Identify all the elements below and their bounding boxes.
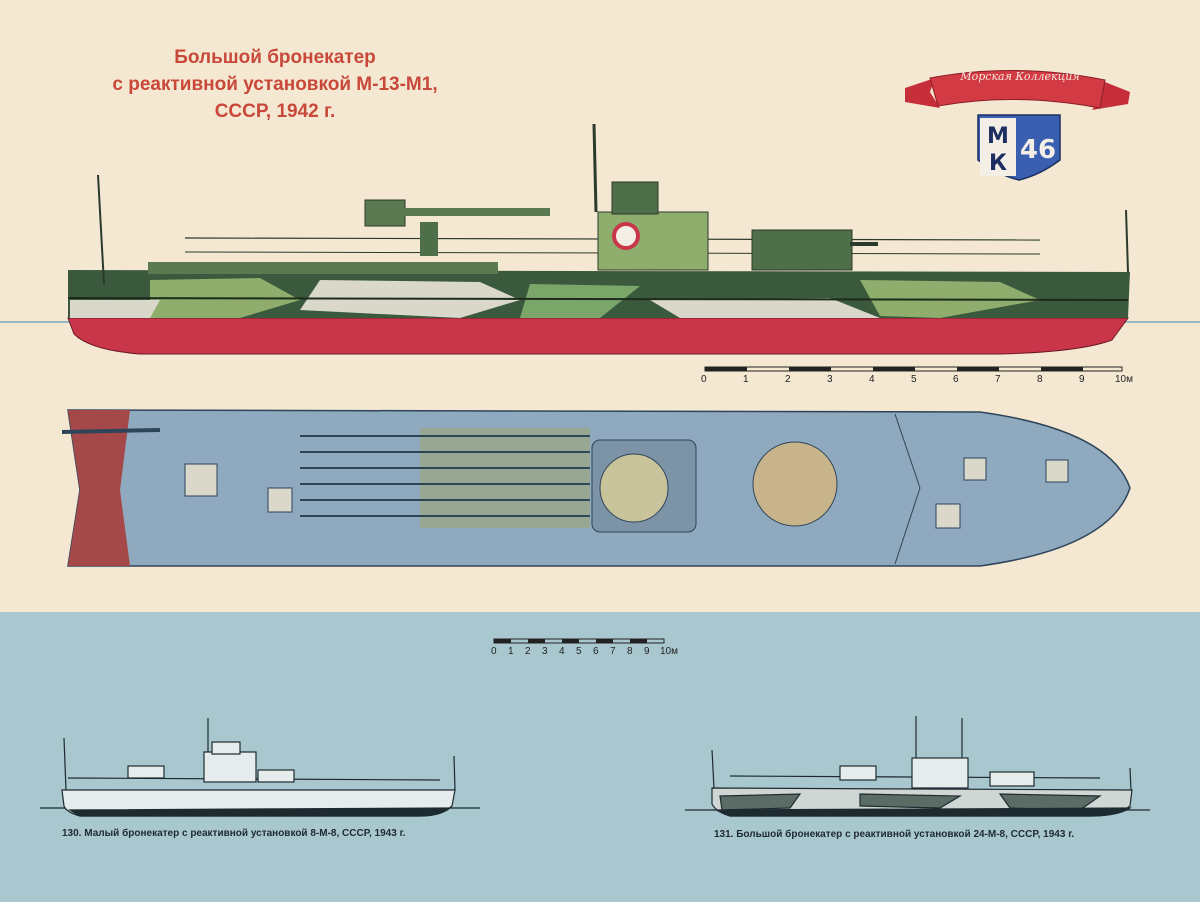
main-scale-tick: 2 [785,374,791,385]
small-scale-tick: 8 [627,646,633,657]
small-scale-tick: 7 [610,646,616,657]
title-line-1: Большой бронекатер [174,47,376,68]
small-scale-tick: 3 [542,646,548,657]
main-scale-tick: 7 [995,374,1001,385]
main-boat-profile [67,123,1130,355]
small-scale-tick: 4 [559,646,565,657]
lower-panel [0,612,1200,902]
main-scale-tick: 5 [911,374,917,385]
small-scale-tick: 10м [660,646,678,657]
small-scale-tick: 5 [576,646,582,657]
main-scale-tick: 1 [743,374,749,385]
small-scale-tick: 1 [508,646,514,657]
main-scale-bar [704,366,1123,372]
badge-ribbon-text: Морская Коллекция [960,70,1080,83]
title-line-2: с реактивной установкой М-13-М1, [112,74,438,95]
caption-boat-130: 130. Малый бронекатер с реактивной устан… [62,828,406,839]
small-scale-tick: 0 [491,646,497,657]
main-scale-tick: 6 [953,374,959,385]
caption-boat-131: 131. Большой бронекатер с реактивной уст… [714,829,1075,840]
small-scale-bar [493,638,665,644]
boat-130-profile [40,718,480,817]
small-scale-tick: 2 [525,646,531,657]
page-title: Большой бронекатер с реактивной установк… [60,44,490,125]
collection-badge: М К 46 [905,70,1130,181]
small-scale-tick: 9 [644,646,650,657]
svg-text:М: М [987,124,1009,149]
boat-131-profile [685,716,1150,817]
svg-text:К: К [989,151,1007,176]
small-scale-tick: 6 [593,646,599,657]
main-scale-tick: 8 [1037,374,1043,385]
main-scale-tick: 9 [1079,374,1085,385]
svg-text:46: 46 [1020,135,1056,165]
main-scale-tick: 10м [1115,374,1133,385]
main-scale-tick: 0 [701,374,707,385]
title-line-3: СССР, 1942 г. [214,101,336,122]
main-scale-tick: 4 [869,374,875,385]
main-scale-tick: 3 [827,374,833,385]
main-boat-deck-plan [61,409,1131,567]
